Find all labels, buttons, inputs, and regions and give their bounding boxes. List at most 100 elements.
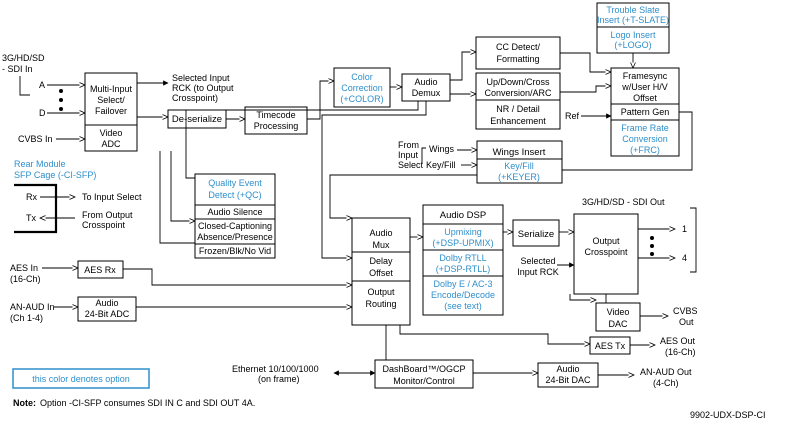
serialize-block: Serialize [512, 219, 560, 247]
svg-text:Select/: Select/ [97, 95, 125, 105]
svg-text:ADC: ADC [101, 139, 121, 149]
svg-text:Mux: Mux [372, 240, 390, 250]
svg-text:Video: Video [100, 128, 123, 138]
from-output-crosspoint-label: From Output Crosspoint [82, 210, 133, 230]
aes-in-label: AES In (16-Ch) [10, 263, 41, 284]
svg-text:AES Tx: AES Tx [595, 341, 626, 351]
svg-text:Selected: Selected [520, 256, 555, 266]
svg-text:SFP Cage (-CI-SFP): SFP Cage (-CI-SFP) [14, 170, 96, 180]
svg-text:3G/HD/SD: 3G/HD/SD [2, 53, 45, 63]
svg-text:Encode/Decode: Encode/Decode [431, 290, 495, 300]
svg-text:Offset: Offset [369, 268, 393, 278]
out-4-label: 4 [682, 253, 687, 263]
color-correction-block: Color Correction (+COLOR) [333, 67, 391, 108]
svg-text:AN-AUD Out: AN-AUD Out [640, 367, 692, 377]
svg-text:(+DSP-UPMIX): (+DSP-UPMIX) [432, 238, 493, 248]
svg-text:Audio: Audio [414, 77, 437, 87]
to-cc-arrow [450, 52, 476, 81]
svg-text:Detect (+QC): Detect (+QC) [208, 190, 261, 200]
svg-text:(on frame): (on frame) [258, 374, 300, 384]
audio-dsp-block: Audio DSP Upmixing (+DSP-UPMIX) Dolby RT… [422, 204, 504, 316]
svg-text:Audio: Audio [95, 298, 118, 308]
svg-text:Monitor/Control: Monitor/Control [393, 376, 455, 386]
svg-text:Crosspoint: Crosspoint [82, 220, 126, 230]
svg-text:Select: Select [398, 160, 424, 170]
svg-text:Serialize: Serialize [518, 229, 554, 240]
sfp-cage-block: Rx Tx [14, 183, 58, 234]
timecode-block: Timecode Processing [244, 106, 308, 135]
svg-text:From Output: From Output [82, 210, 133, 220]
svg-text:Rear Module: Rear Module [14, 159, 66, 169]
svg-text:Note:: Note: [13, 398, 36, 408]
svg-text:NR / Detail: NR / Detail [496, 104, 540, 114]
framesync-to-keyer-arrow [480, 111, 693, 170]
svg-text:24-Bit DAC: 24-Bit DAC [545, 375, 591, 385]
cc-to-framesync-arrow [560, 52, 611, 72]
svg-text:Pattern Gen: Pattern Gen [621, 107, 670, 117]
svg-text:Ethernet 10/100/1000: Ethernet 10/100/1000 [232, 364, 319, 374]
svg-text:AES Out: AES Out [660, 336, 696, 346]
svg-text:Failover: Failover [95, 106, 127, 116]
key-fill-input-label: Key/Fill [426, 160, 456, 170]
svg-text:Frame Rate: Frame Rate [621, 123, 669, 133]
svg-text:Crosspoint: Crosspoint [584, 247, 628, 257]
svg-text:this color denotes option: this color denotes option [32, 374, 130, 384]
svg-text:Wings Insert: Wings Insert [493, 147, 546, 158]
cc-detect-block: CC Detect/ Formatting [475, 36, 561, 70]
svg-text:AES Rx: AES Rx [84, 265, 116, 275]
svg-text:(+KEYER): (+KEYER) [498, 172, 540, 182]
svg-text:Up/Down/Cross: Up/Down/Cross [486, 77, 550, 87]
svg-text:Timecode: Timecode [256, 110, 295, 120]
framesync-block: Framesync w/User H/V Offset Pattern Gen … [610, 67, 680, 157]
footnote: Note: Option -CI-SFP consumes SDI IN C a… [13, 398, 255, 408]
svg-text:Framesync: Framesync [623, 71, 668, 81]
svg-text:Rx: Rx [26, 192, 37, 202]
svg-text:(16-Ch): (16-Ch) [10, 274, 41, 284]
svg-text:Option -CI-SFP consumes SDI IN: Option -CI-SFP consumes SDI IN C and SDI… [40, 398, 255, 408]
cvbs-out-label: CVBS Out [673, 306, 698, 327]
to-input-select-label: To Input Select [82, 192, 142, 202]
audio-adc-block: Audio 24-Bit ADC [77, 296, 137, 322]
demux-to-qc-line [185, 101, 419, 179]
svg-text:(+FRC): (+FRC) [630, 145, 660, 155]
output-crosspoint-block: Output Crosspoint [573, 213, 639, 295]
svg-text:Frozen/Blk/No Vid: Frozen/Blk/No Vid [199, 246, 271, 256]
svg-text:(+LOGO): (+LOGO) [614, 40, 651, 50]
svg-text:Conversion/ARC: Conversion/ARC [484, 88, 552, 98]
to-color-arrow [307, 81, 334, 120]
svg-text:CC Detect/: CC Detect/ [496, 42, 541, 52]
keyer-to-mux-arrow [329, 174, 477, 218]
svg-text:Color: Color [351, 72, 373, 82]
svg-text:Multi-Input: Multi-Input [90, 84, 133, 94]
svg-text:Audio: Audio [369, 228, 392, 238]
svg-text:Output: Output [367, 287, 395, 297]
cvbs-in-label: CVBS In [18, 134, 53, 144]
svg-text:Audio: Audio [556, 364, 579, 374]
to-video-dac-arrow [569, 294, 596, 300]
svg-text:- SDI In: - SDI In [2, 64, 33, 74]
multi-input-select-block: Multi-Input Select/ Failover Video ADC [84, 72, 138, 152]
svg-text:Enhancement: Enhancement [490, 116, 546, 126]
svg-text:Offset: Offset [633, 93, 657, 103]
svg-text:AN-AUD In: AN-AUD In [10, 302, 55, 312]
selected-input-rck-label: Selected Input RCK (to Output Crosspoint… [172, 73, 234, 103]
svg-text:w/User H/V: w/User H/V [621, 82, 668, 92]
svg-text:(Ch 1-4): (Ch 1-4) [10, 313, 43, 323]
svg-text:Quality Event: Quality Event [208, 178, 262, 188]
svg-text:RCK (to Output: RCK (to Output [172, 83, 234, 93]
svg-text:Processing: Processing [254, 121, 299, 131]
sdi-out-bracket [690, 207, 697, 273]
input-d-label: D [39, 108, 46, 118]
svg-text:Upmixing: Upmixing [444, 227, 482, 237]
svg-text:Routing: Routing [365, 299, 396, 309]
updown-to-framesync-arrow [560, 86, 611, 93]
sdi-out-label: 3G/HD/SD - SDI Out [582, 197, 665, 207]
svg-text:AES In: AES In [10, 263, 38, 273]
aes-rx-block: AES Rx [77, 260, 124, 279]
svg-text:Closed-Captioning: Closed-Captioning [198, 221, 272, 231]
svg-text:Input: Input [398, 150, 419, 160]
svg-text:Formatting: Formatting [496, 54, 539, 64]
svg-text:Dolby E / AC-3: Dolby E / AC-3 [433, 279, 492, 289]
ellipsis-dots-icon [59, 89, 63, 111]
aes-tx-block: AES Tx [589, 336, 631, 355]
